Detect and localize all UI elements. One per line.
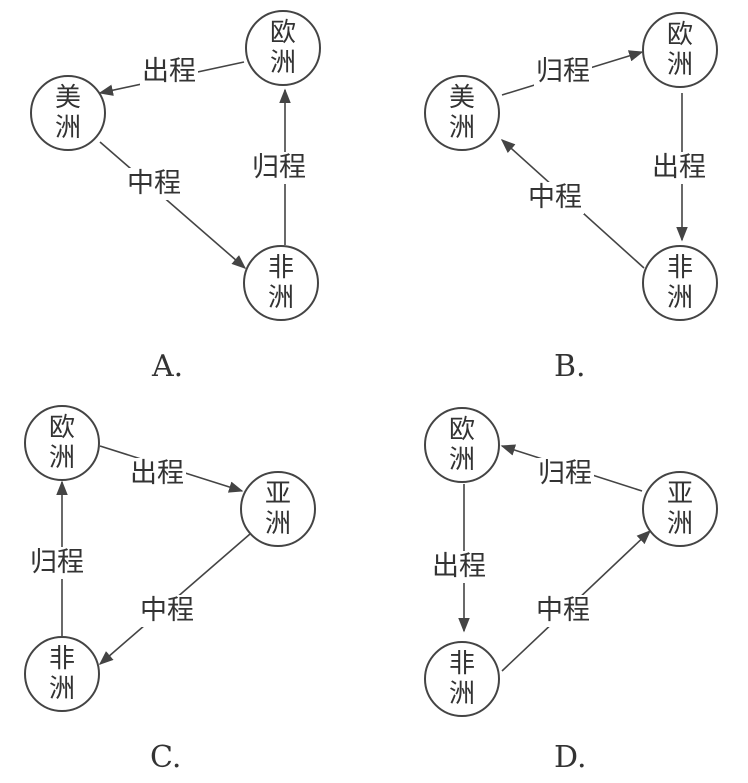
node-asia: 亚 洲 [642,471,718,547]
edge-label-return: 归程 [250,152,308,184]
node-text: 洲 [666,509,693,539]
node-text: 欧 [48,413,75,443]
node-text: 非 [448,649,475,679]
edge-label-return: 归程 [534,56,592,88]
option-label-b: B. [554,349,586,384]
node-text: 洲 [448,445,475,475]
edge-label-outbound: 出程 [140,56,198,88]
edge-label-outbound: 出程 [128,458,186,490]
node-text: 欧 [269,18,296,48]
node-text: 美 [448,83,475,113]
node-europe: 欧 洲 [642,12,718,88]
node-africa: 非 洲 [243,245,319,321]
option-label-a: A. [152,349,184,384]
node-text: 洲 [448,113,475,143]
panel-c: 欧 洲 亚 洲 非 洲 出程 中程 归程 C. [0,391,374,782]
node-text: 欧 [448,415,475,445]
node-text: 非 [267,253,294,283]
node-america: 美 洲 [30,75,106,151]
edge-label-outbound: 出程 [650,152,708,184]
node-text: 非 [666,253,693,283]
edge-label-middle: 中程 [138,595,196,627]
edge-label-return: 归程 [536,458,594,490]
node-europe: 欧 洲 [24,405,100,481]
node-text: 洲 [267,283,294,313]
node-text: 洲 [666,283,693,313]
node-africa: 非 洲 [424,641,500,717]
edge-label-return: 归程 [28,547,86,579]
node-asia: 亚 洲 [240,471,316,547]
node-europe: 欧 洲 [424,407,500,483]
node-text: 亚 [666,479,693,509]
panel-b: 美 洲 欧 洲 非 洲 归程 出程 中程 B. [374,0,748,391]
panel-a: 美 洲 欧 洲 非 洲 出程 中程 归程 A. [0,0,374,391]
node-text: 洲 [54,113,81,143]
edge-label-middle: 中程 [526,182,584,214]
edge-label-outbound: 出程 [430,551,488,583]
node-text: 洲 [48,443,75,473]
node-africa: 非 洲 [24,636,100,712]
node-text: 美 [54,83,81,113]
node-text: 洲 [269,48,296,78]
option-label-d: D. [554,740,587,775]
edge-label-middle: 中程 [125,168,183,200]
node-text: 洲 [666,50,693,80]
node-text: 洲 [264,509,291,539]
node-america: 美 洲 [424,75,500,151]
node-text: 洲 [448,679,475,709]
node-text: 洲 [48,674,75,704]
panel-d: 欧 洲 亚 洲 非 洲 归程 出程 中程 D. [374,391,748,782]
arrow-america-to-africa [99,141,247,269]
edge-label-middle: 中程 [534,595,592,627]
option-label-c: C. [150,740,182,775]
node-europe: 欧 洲 [245,10,321,86]
node-text: 亚 [264,479,291,509]
node-africa: 非 洲 [642,245,718,321]
node-text: 非 [48,644,75,674]
node-text: 欧 [666,20,693,50]
